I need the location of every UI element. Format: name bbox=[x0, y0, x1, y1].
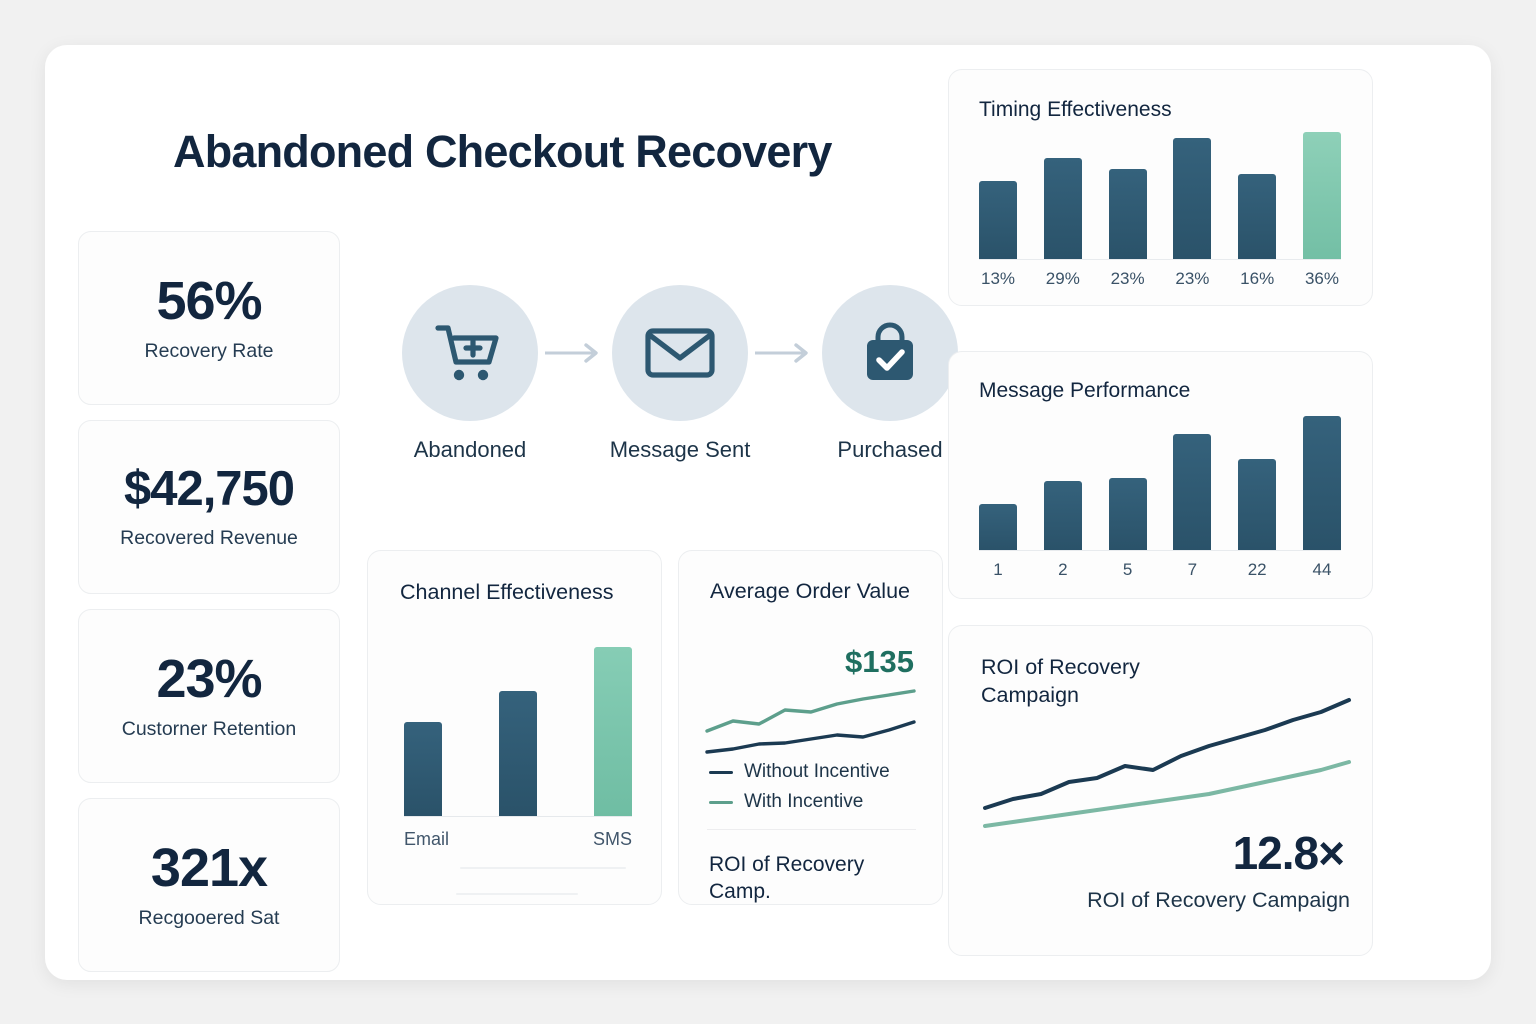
bar[interactable] bbox=[1302, 416, 1341, 551]
tick-label: 23% bbox=[1175, 269, 1210, 288]
bar-sms[interactable] bbox=[594, 647, 632, 817]
kpi-card-recovered-revenue[interactable]: $42,750 Recovered Revenue bbox=[78, 420, 340, 594]
timing-tick-labels: 13% 29% 23% 23% 16% 36% bbox=[979, 269, 1341, 289]
tick-label: 23% bbox=[1110, 269, 1145, 288]
tick-label: 13% bbox=[980, 269, 1016, 288]
kpi-label: Recgooered Sat bbox=[138, 907, 280, 930]
kpi-value: 321x bbox=[150, 837, 268, 898]
bar[interactable] bbox=[1238, 174, 1277, 260]
page-title: Abandoned Checkout Recovery bbox=[173, 126, 832, 177]
funnel-step-message-sent[interactable]: Message Sent bbox=[610, 285, 750, 463]
funnel-icon-circle bbox=[612, 285, 748, 421]
aov-footer-label: ROI of Recovery Camp. bbox=[709, 853, 865, 904]
legend-item-with-incentive: With Incentive bbox=[709, 791, 890, 813]
kpi-value: 23% bbox=[156, 648, 262, 709]
kpi-card-recovery-rate[interactable]: 56% Recovery Rate bbox=[78, 231, 340, 405]
funnel-step-label: Abandoned bbox=[413, 437, 527, 462]
legend-item-without-incentive: Without Incentive bbox=[709, 761, 890, 783]
tick-label: 22 bbox=[1247, 560, 1267, 579]
timing-effectiveness-plot bbox=[979, 132, 1341, 260]
tick-label: 1 bbox=[993, 560, 1003, 579]
tick-label: 7 bbox=[1187, 560, 1198, 579]
legend-swatch bbox=[709, 770, 733, 774]
arrow-right-icon bbox=[755, 343, 808, 363]
funnel-step-abandoned[interactable]: Abandoned bbox=[400, 285, 540, 463]
aov-legend: Without Incentive With Incentive bbox=[709, 761, 890, 821]
bar-middle[interactable] bbox=[499, 691, 537, 817]
aov-sparkline bbox=[705, 689, 916, 754]
roi-value: 12.8× bbox=[1232, 827, 1345, 879]
bar-group bbox=[979, 132, 1341, 260]
funnel-step-purchased[interactable]: Purchased bbox=[820, 285, 960, 463]
envelope-icon bbox=[645, 328, 715, 378]
channel-tick-labels: Email SMS bbox=[404, 829, 632, 850]
kpi-value: $42,750 bbox=[123, 462, 295, 517]
aov-value: $135 bbox=[845, 644, 914, 679]
tick-label: 5 bbox=[1122, 560, 1133, 579]
roi-sparkline bbox=[983, 698, 1351, 828]
roi-recovery-campaign-card[interactable]: ROI of Recovery Campaign 12.8× ROI of Re… bbox=[948, 625, 1373, 956]
channel-effectiveness-plot bbox=[404, 647, 632, 817]
shopping-bag-check-icon bbox=[867, 322, 913, 380]
roi-caption: ROI of Recovery Campaign bbox=[1087, 888, 1350, 912]
bar-highlight[interactable] bbox=[1302, 132, 1341, 260]
dashboard-frame: Abandoned Checkout Recovery 56% Recovery… bbox=[45, 45, 1491, 980]
card-title: Message Performance bbox=[979, 379, 1191, 402]
tick-label: 2 bbox=[1058, 560, 1068, 579]
kpi-value: 56% bbox=[156, 270, 262, 331]
funnel-arrow-1 bbox=[541, 285, 609, 421]
tick-label: SMS bbox=[592, 829, 632, 849]
kpi-label: Recovery Rate bbox=[144, 340, 274, 363]
kpi-card-recovered-sat[interactable]: 321x Recgooered Sat bbox=[78, 798, 340, 972]
legend-label: With Incentive bbox=[744, 791, 864, 812]
message-performance-card[interactable]: Message Performance 1 2 5 7 22 44 bbox=[948, 351, 1373, 599]
bar-group bbox=[404, 647, 632, 817]
tick-label: 29% bbox=[1045, 269, 1080, 288]
card-title: Channel Effectiveness bbox=[400, 580, 614, 604]
bar[interactable] bbox=[979, 180, 1017, 260]
arrow-right-icon bbox=[545, 343, 598, 363]
card-title: Average Order Value bbox=[710, 579, 910, 603]
card-title: ROI of Recovery Campaign bbox=[981, 655, 1140, 707]
tick-label: 36% bbox=[1304, 269, 1339, 288]
bar[interactable] bbox=[979, 503, 1017, 551]
bar[interactable] bbox=[1043, 157, 1082, 260]
bar-email[interactable] bbox=[404, 721, 442, 817]
funnel-icon-circle bbox=[822, 285, 958, 421]
channel-effectiveness-card[interactable]: Channel Effectiveness Email SMS bbox=[367, 550, 662, 905]
bar[interactable] bbox=[1108, 478, 1147, 551]
bar[interactable] bbox=[1173, 433, 1212, 551]
bar[interactable] bbox=[1238, 459, 1277, 551]
legend-swatch bbox=[709, 800, 733, 804]
funnel-step-label: Purchased bbox=[837, 437, 943, 462]
kpi-label: Custorner Retention bbox=[121, 718, 297, 741]
average-order-value-card[interactable]: Average Order Value $135 Without Incenti… bbox=[678, 550, 943, 905]
funnel-arrow-2 bbox=[751, 285, 819, 421]
kpi-column: 56% Recovery Rate $42,750 Recovered Reve… bbox=[78, 231, 340, 987]
message-tick-labels: 1 2 5 7 22 44 bbox=[979, 560, 1341, 580]
legend-label: Without Incentive bbox=[744, 761, 890, 782]
timing-effectiveness-card[interactable]: Timing Effectiveness 13% 29% 23% 23% 16% bbox=[948, 69, 1373, 306]
funnel-icon-circle bbox=[402, 285, 538, 421]
kpi-label: Recovered Revenue bbox=[120, 526, 298, 549]
x-axis-line bbox=[979, 259, 1341, 260]
tick-label: 16% bbox=[1240, 269, 1275, 288]
recovery-funnel: Abandoned Message Sent bbox=[400, 285, 960, 475]
tick-label: 44 bbox=[1312, 560, 1332, 579]
card-title: Timing Effectiveness bbox=[979, 98, 1172, 121]
bar[interactable] bbox=[1173, 138, 1212, 260]
funnel-step-label: Message Sent bbox=[609, 437, 751, 462]
x-axis-line bbox=[979, 550, 1341, 551]
tick-label: Email bbox=[404, 829, 450, 849]
shopping-cart-plus-icon bbox=[435, 325, 499, 381]
bar[interactable] bbox=[1108, 169, 1147, 260]
kpi-card-customer-retention[interactable]: 23% Custorner Retention bbox=[78, 609, 340, 783]
bar[interactable] bbox=[1043, 480, 1082, 551]
placeholder-line-2 bbox=[456, 893, 578, 895]
divider bbox=[707, 829, 916, 830]
x-axis-line bbox=[404, 816, 632, 817]
message-performance-plot bbox=[979, 416, 1341, 551]
bar-group bbox=[979, 416, 1341, 551]
placeholder-line-1 bbox=[460, 867, 626, 869]
